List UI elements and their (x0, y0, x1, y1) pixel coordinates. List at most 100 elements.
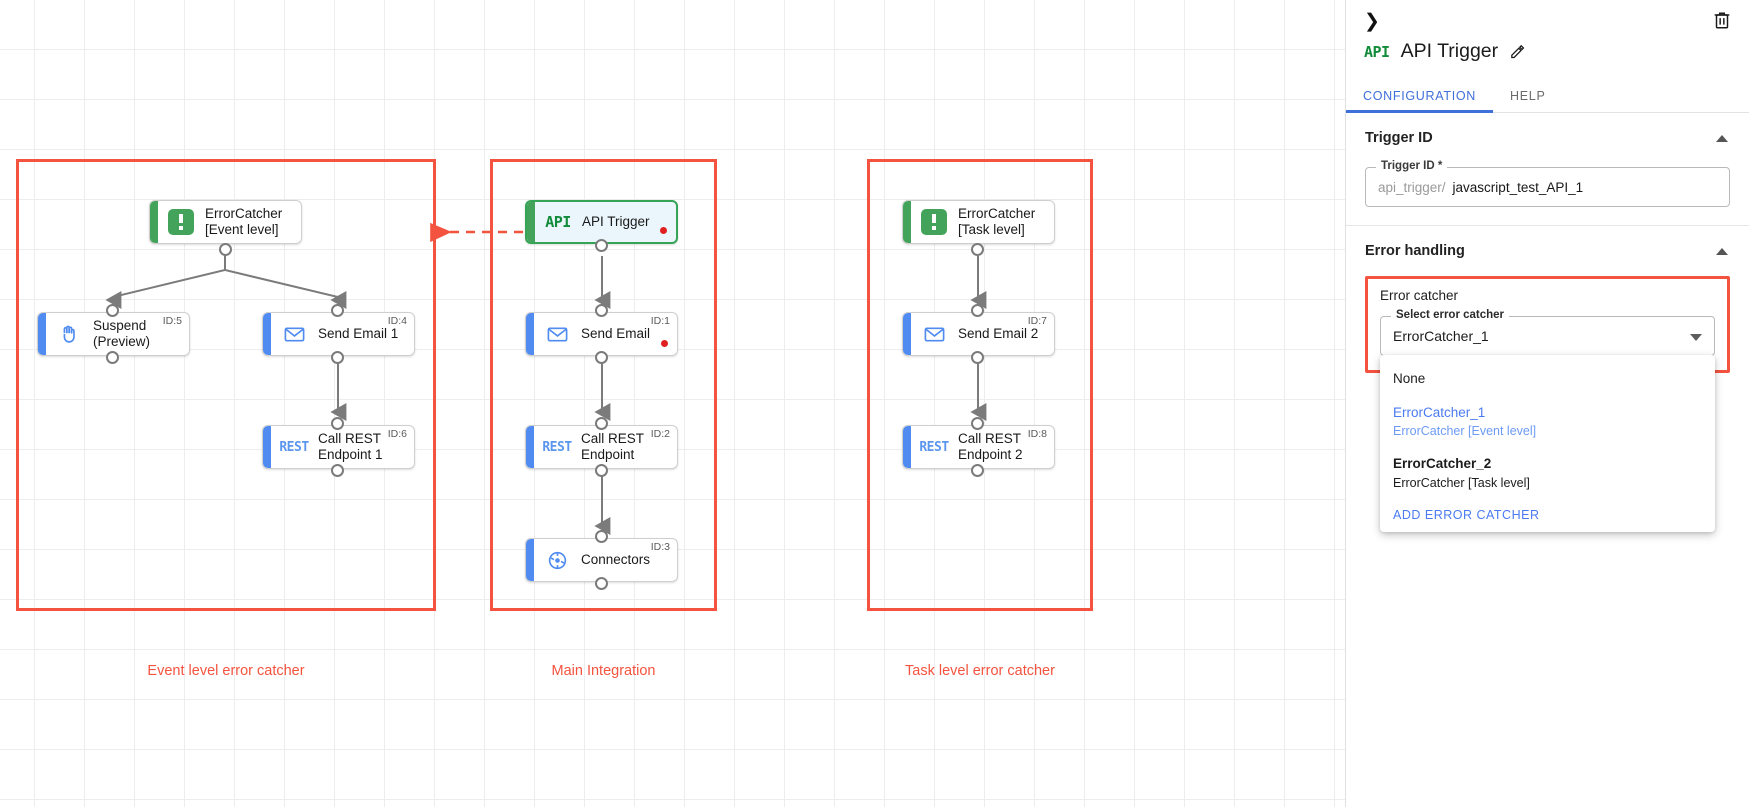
node-errorcatcher-task-level[interactable]: ErrorCatcher [Task level] (902, 200, 1055, 244)
trigger-id-prefix: api_trigger/ (1378, 179, 1446, 195)
node-label: Call REST Endpoint 2 (958, 431, 1023, 462)
node-id-tag: ID:1 (650, 315, 670, 327)
chevron-down-icon[interactable] (1690, 334, 1702, 341)
node-label: ErrorCatcher [Event level] (205, 206, 283, 237)
panel-tabs: CONFIGURATION HELP (1346, 80, 1749, 113)
port-out-send-email[interactable] (595, 351, 608, 364)
port-in-connectors[interactable] (595, 530, 608, 543)
port-in-send-email-2[interactable] (971, 304, 984, 317)
error-catcher-label: Error catcher (1380, 288, 1459, 303)
chevron-right-icon[interactable]: ❯ (1364, 10, 1380, 32)
error-catcher-dropdown[interactable]: None ErrorCatcher_1 ErrorCatcher [Event … (1380, 355, 1715, 532)
trigger-id-field[interactable]: Trigger ID * api_trigger/ javascript_tes… (1365, 160, 1730, 207)
pencil-icon[interactable] (1509, 43, 1526, 60)
dropdown-option-secondary: ErrorCatcher [Task level] (1393, 475, 1530, 490)
node-id-tag: ID:2 (650, 428, 670, 440)
panel-title-row: API API Trigger (1364, 40, 1526, 63)
section-error-handling-header[interactable]: Error handling (1365, 226, 1730, 276)
node-label: Suspend (Preview) (93, 318, 151, 349)
node-id-tag: ID:8 (1027, 428, 1047, 440)
port-in-call-rest-2[interactable] (971, 417, 984, 430)
section-trigger-id-title: Trigger ID (1365, 130, 1433, 146)
error-catcher-selected-value: ErrorCatcher_1 (1393, 328, 1489, 344)
group-label-task-level: Task level error catcher (905, 663, 1055, 679)
add-error-catcher-button[interactable]: ADD ERROR CATCHER (1393, 507, 1540, 522)
port-out-send-email-1[interactable] (331, 351, 344, 364)
node-send-email-1[interactable]: Send Email 1 ID:4 (262, 312, 415, 356)
port-out-send-email-2[interactable] (971, 351, 984, 364)
node-id-tag: ID:4 (387, 315, 407, 327)
dropdown-option-errorcatcher-2[interactable]: ErrorCatcher_2 ErrorCatcher [Task level] (1380, 447, 1715, 499)
node-id-tag: ID:6 (387, 428, 407, 440)
section-error-handling-title: Error handling (1365, 243, 1465, 259)
port-in-send-email-1[interactable] (331, 304, 344, 317)
port-in-call-rest-1[interactable] (331, 417, 344, 430)
section-error-handling: Error handling Error catcher Select erro… (1346, 226, 1749, 532)
envelope-icon (280, 320, 308, 348)
node-label: Call REST Endpoint 1 (318, 431, 383, 462)
node-connectors[interactable]: Connectors ID:3 (525, 538, 678, 582)
port-out-errorcatcher-task[interactable] (971, 243, 984, 256)
group-frame-task-level[interactable] (867, 159, 1093, 611)
workflow-canvas[interactable]: Event level error catcher Main Integrati… (0, 0, 1345, 807)
node-accent-bar (527, 202, 535, 242)
rest-icon: REST (542, 439, 572, 455)
group-frame-event-level[interactable] (16, 159, 436, 611)
tab-configuration[interactable]: CONFIGURATION (1346, 80, 1494, 113)
node-id-tag: ID:7 (1027, 315, 1047, 327)
port-in-suspend[interactable] (106, 304, 119, 317)
port-out-call-rest[interactable] (595, 464, 608, 477)
tab-help[interactable]: HELP (1510, 89, 1546, 103)
dropdown-option-none[interactable]: None (1380, 362, 1715, 396)
port-out-connectors[interactable] (595, 577, 608, 590)
section-trigger-id-header[interactable]: Trigger ID (1365, 113, 1730, 163)
page-title: API Trigger (1400, 40, 1499, 62)
node-label: ErrorCatcher [Task level] (958, 206, 1036, 237)
port-in-call-rest[interactable] (595, 417, 608, 430)
node-call-rest-endpoint[interactable]: REST Call REST Endpoint ID:2 (525, 425, 678, 469)
chevron-up-icon[interactable] (1716, 247, 1728, 255)
dropdown-option-errorcatcher-1[interactable]: ErrorCatcher_1 ErrorCatcher [Event level… (1380, 396, 1715, 448)
port-out-suspend[interactable] (106, 351, 119, 364)
chevron-up-icon[interactable] (1716, 134, 1728, 142)
node-accent-bar (150, 201, 158, 243)
node-call-rest-endpoint-1[interactable]: REST Call REST Endpoint 1 ID:6 (262, 425, 415, 469)
port-in-send-email[interactable] (595, 304, 608, 317)
envelope-icon (543, 320, 571, 348)
section-trigger-id: Trigger ID Trigger ID * api_trigger/ jav… (1346, 113, 1749, 207)
port-out-call-rest-1[interactable] (331, 464, 344, 477)
node-error-indicator (661, 340, 668, 347)
section-divider (1346, 225, 1749, 226)
hand-icon (55, 320, 83, 348)
group-frame-main-integration[interactable] (490, 159, 717, 611)
node-accent-bar (526, 539, 534, 581)
node-label: Connectors (581, 552, 651, 568)
error-catcher-icon (167, 208, 195, 236)
error-catcher-icon (920, 208, 948, 236)
node-accent-bar (903, 426, 911, 468)
node-label: Send Email 1 (318, 326, 399, 342)
port-out-call-rest-2[interactable] (971, 464, 984, 477)
trash-icon[interactable] (1711, 9, 1735, 33)
node-api-trigger[interactable]: API API Trigger (525, 200, 678, 244)
panel-header: ❯ API API Trigger (1346, 0, 1749, 80)
node-accent-bar (526, 426, 534, 468)
node-send-email[interactable]: Send Email ID:1 (525, 312, 678, 356)
rest-icon: REST (279, 439, 309, 455)
error-catcher-select-legend: Select error catcher (1391, 309, 1510, 321)
node-call-rest-endpoint-2[interactable]: REST Call REST Endpoint 2 ID:8 (902, 425, 1055, 469)
error-catcher-select[interactable]: Select error catcher ErrorCatcher_1 (1380, 309, 1715, 356)
node-label: Send Email (581, 326, 651, 342)
api-icon: API (545, 213, 571, 231)
group-label-event-level: Event level error catcher (147, 663, 305, 679)
node-label: API Trigger (582, 214, 650, 230)
node-suspend-preview[interactable]: Suspend (Preview) ID:5 (37, 312, 190, 356)
node-send-email-2[interactable]: Send Email 2 ID:7 (902, 312, 1055, 356)
port-out-errorcatcher-event[interactable] (219, 243, 232, 256)
properties-panel: ❯ API API Trigger (1345, 0, 1749, 807)
dropdown-option-primary: None (1393, 371, 1426, 386)
api-icon: API (1364, 42, 1390, 61)
port-out-api-trigger[interactable] (595, 239, 608, 252)
node-errorcatcher-event-level[interactable]: ErrorCatcher [Event level] (149, 200, 302, 244)
